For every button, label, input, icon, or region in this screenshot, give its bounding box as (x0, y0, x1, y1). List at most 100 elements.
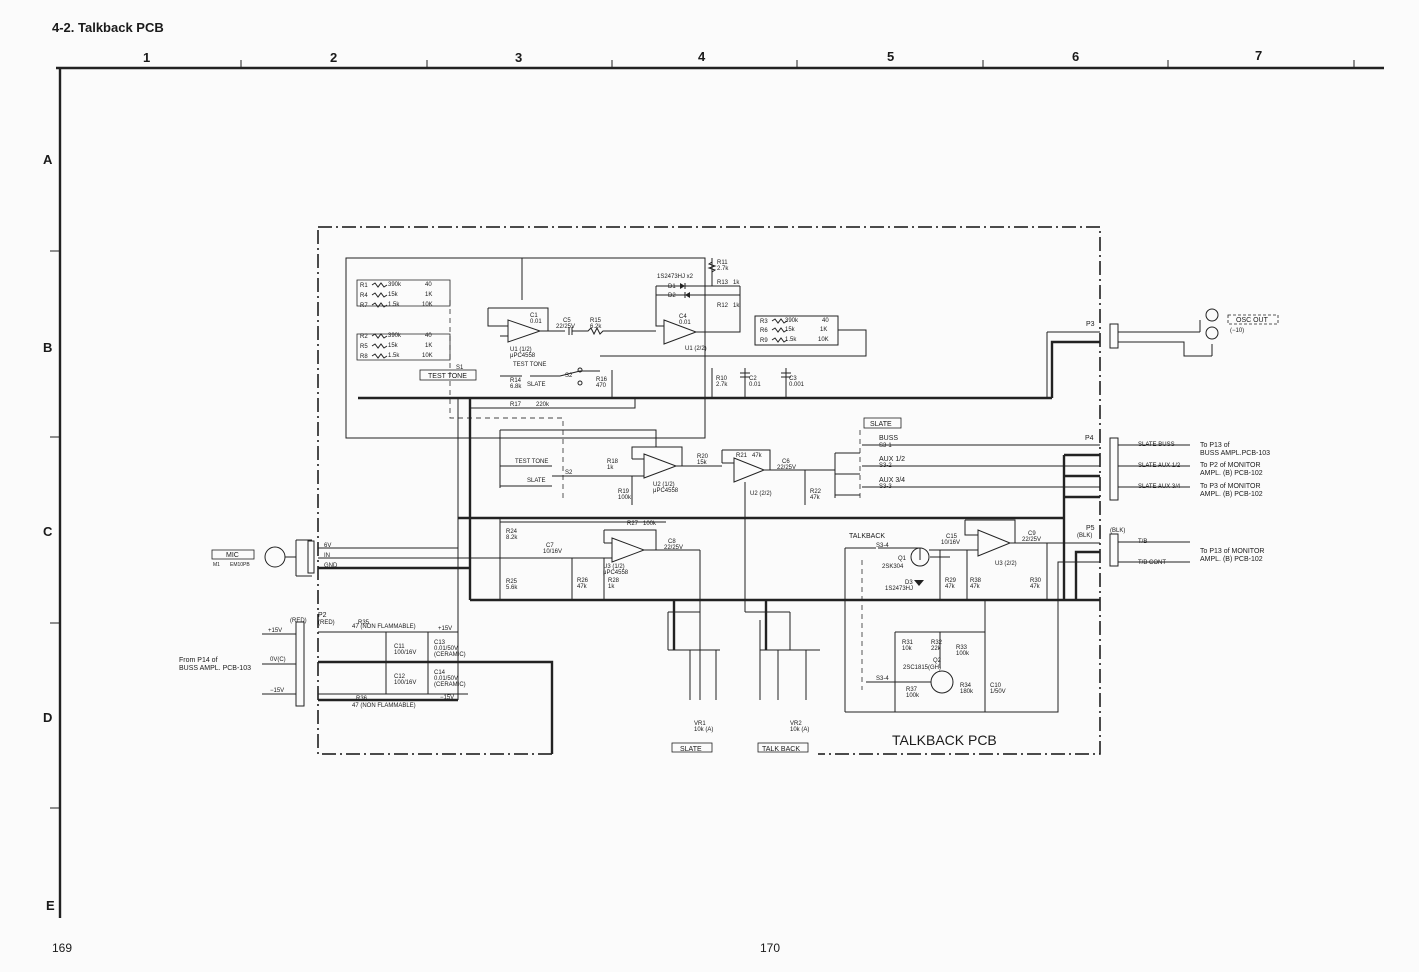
svg-text:Q1: Q1 (898, 556, 907, 562)
u3a-opamp (611, 537, 646, 563)
col-label-2: 2 (330, 50, 337, 65)
row-label-e: E (46, 898, 55, 913)
svg-text:R8: R8 (360, 354, 368, 360)
mic-capsule (264, 546, 286, 568)
svg-text:R11: R11 (717, 260, 728, 266)
svg-text:R18: R18 (607, 459, 619, 465)
svg-text:C4: C4 (679, 314, 687, 320)
page-number-right: 170 (760, 941, 781, 955)
svg-text:1k: 1k (608, 584, 615, 590)
svg-text:R9: R9 (760, 338, 768, 344)
svg-text:R17: R17 (510, 402, 522, 408)
slate-bank-box (863, 417, 902, 429)
d3-symbol (914, 580, 924, 586)
svg-text:C11: C11 (394, 644, 405, 650)
u2a-wiring (600, 446, 722, 505)
p2-label: P2 (318, 612, 327, 619)
mic-label: MIC (226, 552, 239, 559)
svg-text:390k: 390k (388, 333, 402, 339)
ground-bus-top (358, 340, 1100, 400)
col-label-1: 1 (143, 50, 150, 65)
p2-connector (295, 621, 305, 707)
svg-text:R1: R1 (360, 283, 368, 289)
svg-text:10/16V: 10/16V (543, 549, 562, 555)
svg-text:C7: C7 (546, 543, 554, 549)
col-label-3: 3 (515, 50, 522, 65)
mic-part: EM10PB (230, 562, 250, 568)
svg-text:R26: R26 (577, 578, 589, 584)
svg-text:C9: C9 (1028, 531, 1036, 537)
svg-text:C6: C6 (782, 459, 790, 465)
svg-text:47 (NON FLAMMABLE): 47 (NON FLAMMABLE) (352, 703, 416, 709)
svg-text:15k: 15k (785, 327, 796, 333)
slate-bank-label: SLATE (870, 421, 892, 428)
svg-text:IN: IN (324, 553, 330, 559)
row-label-a: A (43, 152, 53, 167)
svg-text:0.001: 0.001 (789, 382, 805, 388)
svg-text:22/25V: 22/25V (664, 545, 683, 551)
svg-text:−15V: −15V (440, 695, 454, 701)
svg-text:TALK BACK: TALK BACK (762, 746, 800, 753)
svg-text:U3 (2/2): U3 (2/2) (995, 561, 1017, 567)
svg-text:SLATE: SLATE (527, 478, 546, 484)
svg-text:1K: 1K (425, 343, 432, 349)
svg-text:AMPL. (B) PCB-102: AMPL. (B) PCB-102 (1200, 556, 1263, 563)
p5-label: P5 (1086, 525, 1095, 532)
svg-text:10K: 10K (422, 353, 433, 359)
svg-text:10k: 10k (902, 646, 913, 652)
u1b-opamp (663, 319, 698, 345)
svg-text:6.8k: 6.8k (510, 384, 522, 390)
svg-text:R30: R30 (1030, 578, 1042, 584)
svg-text:22/25V: 22/25V (777, 465, 796, 471)
u1b-feedback-diodes (655, 283, 741, 333)
svg-text:47k: 47k (945, 584, 956, 590)
svg-text:C2: C2 (749, 376, 757, 382)
svg-text:1.5k: 1.5k (388, 353, 400, 359)
u1a-type: μPC4558 (510, 353, 536, 359)
svg-text:μPC4558: μPC4558 (653, 488, 679, 494)
svg-text:47k: 47k (810, 495, 821, 501)
svg-text:+15V: +15V (438, 626, 452, 632)
osc-out-level: (−10) (1230, 328, 1244, 334)
svg-text:0.01/50V: 0.01/50V (434, 646, 458, 652)
svg-text:To P3 of MONITOR: To P3 of MONITOR (1200, 483, 1261, 490)
svg-text:C14: C14 (434, 670, 446, 676)
svg-text:C1: C1 (530, 313, 538, 319)
svg-text:10/16V: 10/16V (941, 540, 960, 546)
talkback-switch-wiring (844, 547, 921, 712)
svg-text:S2: S2 (565, 373, 573, 379)
u2a-opamp (643, 453, 678, 479)
p4-label: P4 (1085, 435, 1094, 442)
svg-text:R24: R24 (506, 529, 518, 535)
u3a-wiring (540, 529, 700, 600)
svg-text:R31: R31 (902, 640, 914, 646)
svg-text:AMPL. (B) PCB-102: AMPL. (B) PCB-102 (1200, 470, 1263, 477)
test-tone-switch-label: TEST TONE (428, 373, 467, 380)
svg-text:R3: R3 (760, 319, 768, 325)
svg-text:T/B: T/B (1138, 539, 1147, 545)
svg-text:VR2: VR2 (790, 721, 802, 727)
svg-text:R32: R32 (931, 640, 943, 646)
svg-text:22/25V: 22/25V (1022, 537, 1041, 543)
svg-text:6V: 6V (324, 543, 331, 549)
row-label-b: B (43, 340, 52, 355)
svg-text:100/16V: 100/16V (394, 650, 416, 656)
svg-text:−15V: −15V (270, 688, 284, 694)
slate-switch-wiring (834, 444, 1100, 498)
row-label-c: C (43, 524, 53, 539)
svg-text:47k: 47k (752, 453, 763, 459)
test-tone-switch-box (419, 369, 477, 381)
svg-text:1.5k: 1.5k (785, 337, 797, 343)
svg-text:47k: 47k (1030, 584, 1041, 590)
u3b-opamp (977, 529, 1012, 557)
col-label-7: 7 (1255, 48, 1262, 63)
board-name: TALKBACK PCB (892, 732, 997, 748)
talkback-pot-box (757, 742, 809, 753)
svg-text:10K: 10K (818, 337, 829, 343)
u3b-wiring (964, 519, 1100, 544)
svg-text:6.2k: 6.2k (590, 324, 602, 330)
resistor-bank-1: R1 390k 40 R4 15k 1K R7 1.5k 10K (356, 279, 451, 309)
osc-jack-1 (1205, 308, 1219, 322)
svg-text:R38: R38 (970, 578, 982, 584)
svg-text:D1: D1 (668, 284, 676, 290)
